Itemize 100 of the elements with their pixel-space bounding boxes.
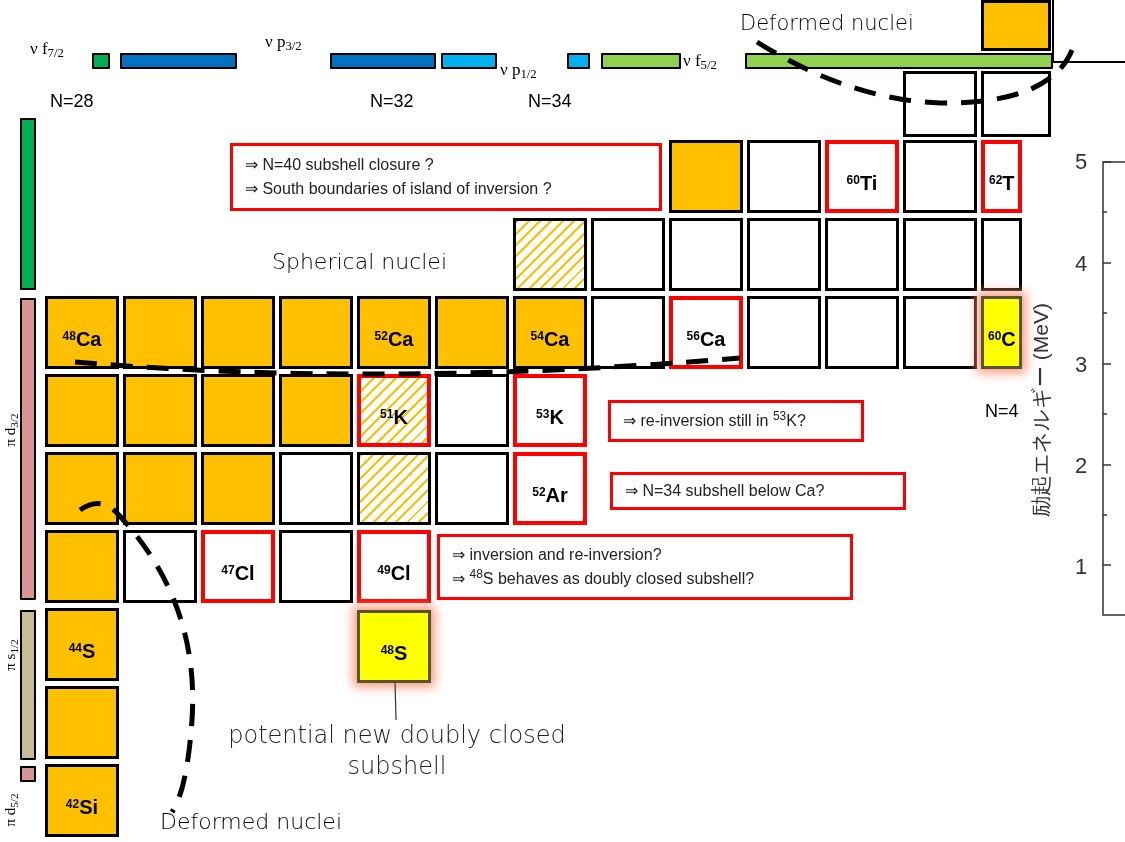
orbital-bar bbox=[745, 53, 1053, 69]
nuclide-cell bbox=[279, 530, 353, 603]
text-label: N=34 bbox=[528, 90, 572, 113]
nuclide-cell bbox=[279, 452, 353, 525]
callout-box bbox=[610, 472, 906, 510]
text-label: ν f$_{7/2}$ bbox=[30, 38, 64, 60]
nuclide-cell bbox=[825, 140, 899, 213]
text-label: 3 bbox=[1075, 351, 1088, 379]
nuclide-cell bbox=[981, 140, 1022, 213]
nuclide-cell bbox=[45, 686, 119, 759]
nuclide-symbol: $^{62}$T bbox=[989, 172, 1015, 193]
nuclide-cell bbox=[591, 296, 665, 369]
nuclide-cell bbox=[279, 296, 353, 369]
text-label: ν p$_{3/2}$ bbox=[265, 31, 302, 53]
nuclide-symbol: $^{52}$Ar bbox=[532, 484, 568, 505]
orbital-bar bbox=[20, 298, 36, 600]
nuclide-symbol: $^{48}$Ca bbox=[62, 328, 102, 349]
nuclide-cell bbox=[747, 140, 821, 213]
nuclide-cell bbox=[903, 140, 977, 213]
leader-line bbox=[394, 682, 397, 721]
callout-box bbox=[437, 534, 853, 600]
nuclide-cell bbox=[747, 296, 821, 369]
nuclide-cell bbox=[981, 296, 1022, 369]
nuclide-cell bbox=[201, 374, 275, 447]
orbital-bar bbox=[120, 53, 237, 69]
nuclide-cell bbox=[45, 608, 119, 681]
nuclide-cell bbox=[201, 530, 275, 603]
nuclide-cell bbox=[45, 452, 119, 525]
nuclide-cell bbox=[825, 218, 899, 291]
nuclide-cell bbox=[903, 71, 977, 137]
nuclide-cell bbox=[669, 296, 743, 369]
text-label: 1 bbox=[1075, 553, 1088, 581]
nuclide-cell bbox=[45, 374, 119, 447]
nuclide-symbol: $^{60}$Ti bbox=[846, 172, 878, 193]
text-label: Spherical nuclei bbox=[272, 248, 447, 276]
orbital-bar bbox=[330, 53, 436, 69]
callout-box bbox=[608, 400, 864, 442]
nuclide-cell bbox=[357, 610, 431, 683]
nuclide-cell bbox=[201, 296, 275, 369]
nuclide-cell bbox=[357, 530, 431, 603]
nuclide-cell bbox=[357, 296, 431, 369]
nuclide-cell bbox=[513, 296, 587, 369]
text-label: N=4 bbox=[985, 400, 1019, 423]
orbital-bar bbox=[20, 610, 36, 760]
nuclide-cell bbox=[357, 374, 431, 447]
nuclide-cell bbox=[513, 452, 587, 525]
text-label: N=32 bbox=[370, 90, 414, 113]
nuclide-symbol: $^{52}$Ca bbox=[374, 328, 414, 349]
nuclide-cell bbox=[513, 374, 587, 447]
nuclide-cell bbox=[279, 374, 353, 447]
callout-text: ⇒ N=40 subshell closure ? bbox=[245, 155, 435, 175]
text-label: N=28 bbox=[50, 90, 94, 113]
orbital-bar bbox=[567, 53, 590, 69]
nuclide-cell bbox=[669, 140, 743, 213]
nuclide-symbol: $^{60}$C bbox=[988, 328, 1016, 349]
nuclide-cell bbox=[435, 452, 509, 525]
nuclide-cell bbox=[591, 218, 665, 291]
orbital-bar bbox=[92, 53, 110, 69]
nuclide-cell bbox=[981, 218, 1022, 291]
nuclide-symbol: $^{56}$Ca bbox=[686, 328, 726, 349]
nuclide-cell bbox=[825, 296, 899, 369]
callout-text: ⇒ South boundaries of island of inversion ? bbox=[245, 179, 553, 199]
text-label: Deformed nuclei bbox=[740, 10, 914, 37]
nuclide-cell bbox=[45, 296, 119, 369]
nuclide-cell bbox=[435, 374, 509, 447]
orbital-bar bbox=[601, 53, 681, 69]
nuclide-cell bbox=[981, 0, 1051, 51]
nuclide-cell bbox=[981, 71, 1051, 137]
nuclide-cell bbox=[123, 530, 197, 603]
annotation-text: potential new doubly closed subshell bbox=[227, 720, 567, 786]
nuclide-cell bbox=[435, 296, 509, 369]
nuclide-cell bbox=[123, 374, 197, 447]
nuclide-symbol: $^{47}$Cl bbox=[221, 562, 255, 583]
nuclide-cell bbox=[903, 218, 977, 291]
nuclide-cell bbox=[123, 296, 197, 369]
nuclide-symbol: $^{42}$Si bbox=[65, 796, 99, 817]
nuclide-symbol: $^{54}$Ca bbox=[530, 328, 570, 349]
callout-text: ⇒ N=34 subshell below Ca? bbox=[625, 481, 826, 501]
text-label: 5 bbox=[1075, 148, 1088, 176]
nuclide-cell bbox=[669, 218, 743, 291]
nuclide-cell bbox=[357, 452, 431, 525]
nuclide-cell bbox=[513, 218, 587, 291]
nuclide-symbol: $^{44}$S bbox=[68, 640, 96, 661]
callout-text: ⇒ inversion and re-inversion? bbox=[452, 545, 663, 565]
text-label: ν p$_{1/2}$ bbox=[500, 59, 537, 81]
nuclide-symbol: $^{53}$K bbox=[536, 406, 564, 427]
callout-box bbox=[230, 143, 662, 211]
nuclide-symbol: $^{48}$S bbox=[380, 642, 408, 663]
text-label: Deformed nuclei bbox=[160, 808, 342, 836]
nuclide-cell bbox=[747, 218, 821, 291]
text-label: 2 bbox=[1075, 452, 1088, 480]
orbital-bar bbox=[20, 118, 36, 290]
axis-title: 励起エネルギー (MeV) bbox=[1029, 303, 1051, 517]
nuclide-symbol: $^{49}$Cl bbox=[377, 562, 411, 583]
nuclide-cell bbox=[123, 452, 197, 525]
nuclide-cell bbox=[201, 452, 275, 525]
callout-text: ⇒ re-inversion still in $^{53}$K? bbox=[623, 411, 807, 431]
nuclide-cell bbox=[903, 296, 977, 369]
text-label: 4 bbox=[1075, 250, 1088, 278]
nuclide-cell bbox=[45, 530, 119, 603]
